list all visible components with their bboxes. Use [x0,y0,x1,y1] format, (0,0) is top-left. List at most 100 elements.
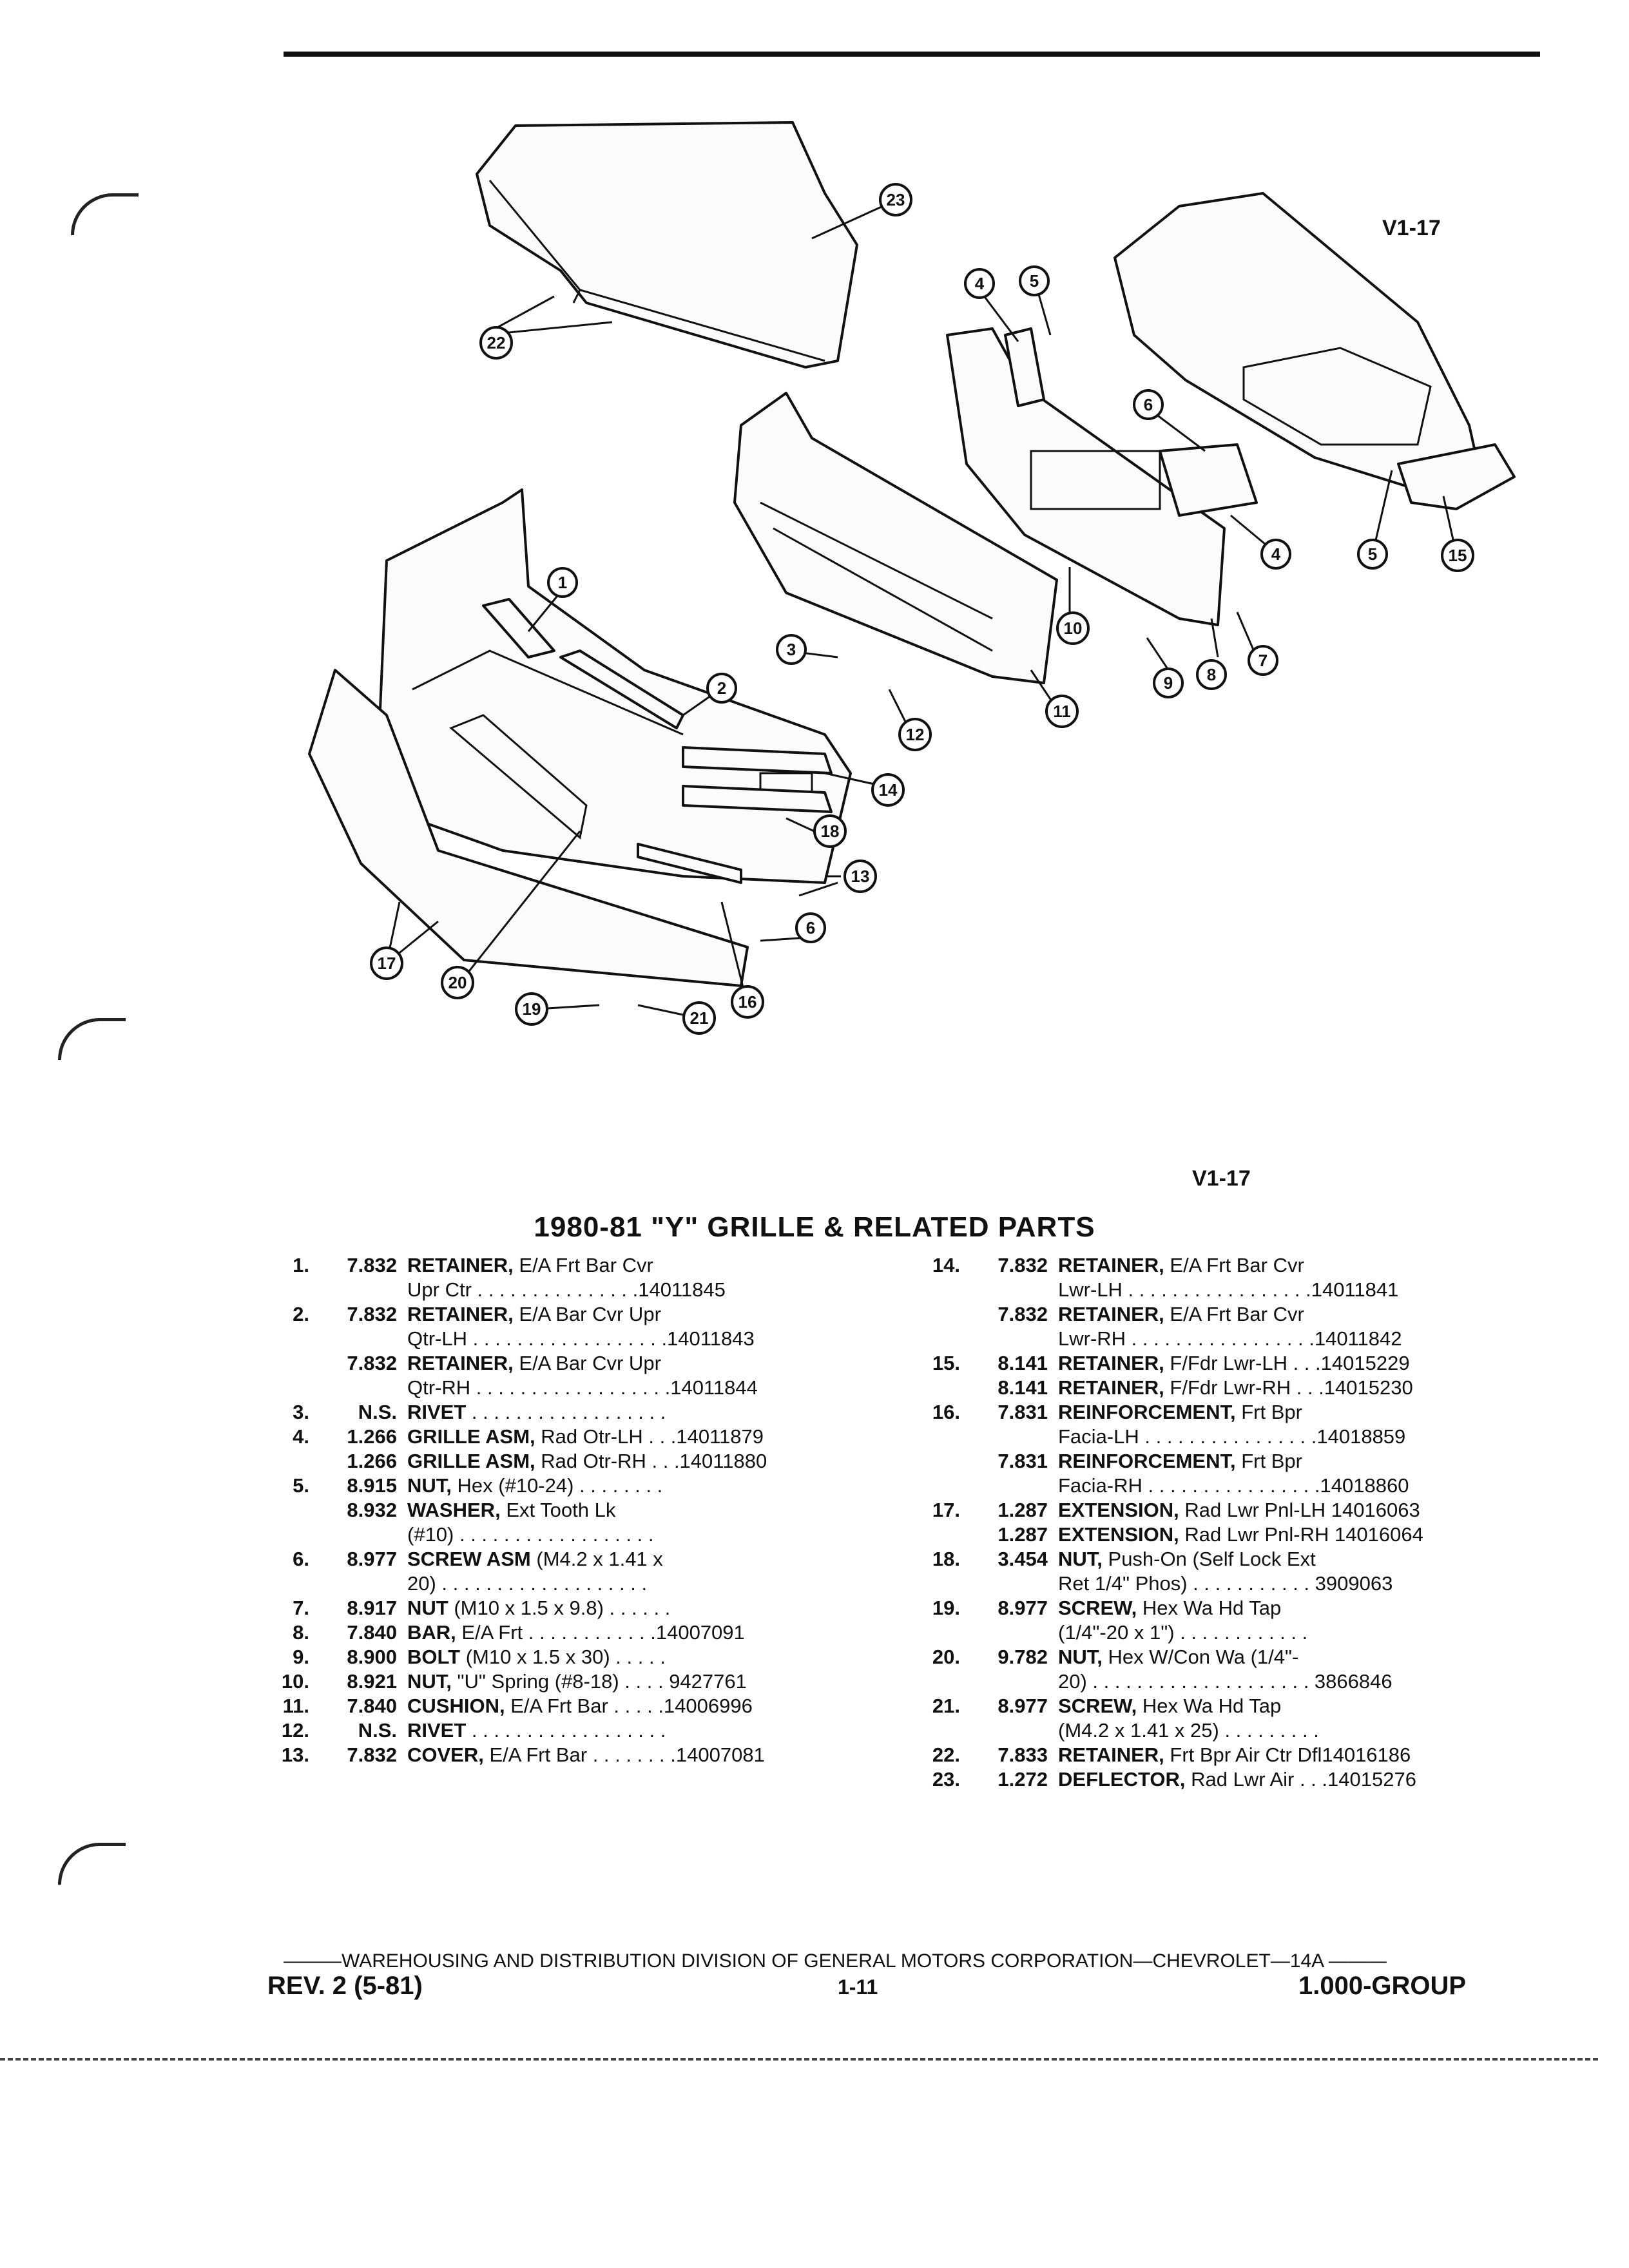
reinforcement-part [637,843,742,884]
group-code: 7.840 [347,1695,397,1717]
part-description: GRILLE ASM, Rad Otr-RH . . .14011880 [407,1449,831,1474]
part-detail: (M4.2 x 1.41 x [536,1548,663,1570]
group-code: 8.977 [998,1695,1048,1717]
item-number: 15. [932,1352,960,1374]
part-detail: E/A Frt Bar Cvr [519,1254,653,1276]
part-name: BOLT [407,1646,461,1668]
part-detail-continued: Lwr-RH . . . . . . . . . . . . . . . . .… [1058,1327,1402,1350]
item-number [902,1523,960,1547]
callout-5: 5 [1019,265,1050,296]
part-name: NUT, [407,1670,452,1693]
item-number: 13. [281,1744,309,1766]
part-description: NUT, Hex (#10-24) . . . . . . . . [407,1474,831,1498]
item-number: 17. [932,1499,960,1521]
part-name: EXTENSION, [1058,1523,1179,1546]
part-detail: Frt Bpr Air Ctr Dfl14016186 [1170,1744,1411,1766]
group-code: 7.832 [998,1303,1048,1325]
part-name: RETAINER, [1058,1744,1164,1766]
part-detail-continued: Facia-RH . . . . . . . . . . . . . . . .… [1058,1474,1409,1497]
group-code: 7.832 [347,1303,397,1325]
callout-15: 15 [1441,539,1474,572]
part-detail: F/Fdr Lwr-RH . . .14015230 [1170,1376,1413,1399]
callout-14: 14 [871,773,905,807]
part-detail-continued: (1/4"-20 x 1") . . . . . . . . . . . . [1058,1621,1308,1644]
callout-4: 4 [964,268,995,299]
callout-2: 2 [706,673,737,704]
callout-13: 13 [843,860,877,893]
grille-lh-part [1004,327,1045,407]
part-name: NUT, [1058,1646,1103,1668]
callout-8: 8 [1196,659,1227,690]
item-number: 16. [932,1401,960,1423]
svg-text:6: 6 [1144,395,1153,414]
footer-page-number: 1-11 [838,1975,878,1999]
svg-text:12: 12 [906,725,925,744]
item-number: 3. [293,1401,309,1423]
svg-text:10: 10 [1064,619,1083,638]
item-number: 21. [932,1695,960,1717]
part-name: NUT [407,1597,448,1619]
part-detail: Hex Wa Hd Tap [1142,1695,1282,1717]
part-name: WASHER, [407,1499,501,1521]
callout-11: 11 [1045,695,1079,728]
part-detail: Hex Wa Hd Tap [1142,1597,1282,1619]
part-name: RETAINER, [407,1352,514,1374]
callout-5: 5 [1357,539,1388,570]
part-detail-continued: Qtr-RH . . . . . . . . . . . . . . . . .… [407,1376,758,1399]
svg-text:7: 7 [1258,651,1268,670]
callout-16: 16 [731,985,764,1019]
part-name: SCREW, [1058,1597,1137,1619]
part-detail: Rad Lwr Air . . .14015276 [1191,1768,1416,1791]
part-detail: Ext Tooth Lk [506,1499,616,1521]
callout-7: 7 [1248,645,1278,676]
group-code: 9.782 [998,1646,1048,1668]
svg-text:15: 15 [1449,546,1467,565]
footer-group: 1.000-GROUP [1298,1972,1467,2000]
item-number [902,1302,960,1351]
part-detail: Frt Bpr [1241,1450,1302,1472]
item-number: 11. [282,1695,309,1717]
group-code: 7.833 [998,1744,1048,1766]
group-code: 3.454 [998,1548,1048,1570]
callout-3: 3 [776,634,807,665]
svg-text:13: 13 [851,867,870,886]
lower-retainer-part [682,746,833,774]
part-detail: Rad Lwr Pnl-RH 14016064 [1184,1523,1423,1546]
group-code: 7.831 [998,1450,1048,1472]
group-code: 1.266 [347,1450,397,1472]
part-description: GRILLE ASM, Rad Otr-LH . . .14011879 [407,1425,831,1449]
svg-text:17: 17 [378,954,396,973]
group-code: 8.977 [347,1548,397,1570]
item-number: 10. [281,1670,309,1693]
group-code: 8.915 [347,1474,397,1497]
part-detail: "U" Spring (#8-18) . . . . 9427761 [457,1670,747,1693]
group-code: 7.832 [998,1254,1048,1276]
group-code: 7.840 [347,1621,397,1644]
callout-1: 1 [547,567,578,598]
group-code: N.S. [358,1719,397,1742]
item-number: 23. [932,1768,960,1791]
parts-list-row: 3.N.S.RIVET . . . . . . . . . . . . . . … [251,1400,831,1425]
part-detail: . . . . . . . . . . . . . . . . . . [471,1401,666,1423]
item-number: 20. [932,1646,960,1668]
group-code: 8.932 [347,1499,397,1521]
item-number: 1. [293,1254,309,1276]
callout-6: 6 [1133,389,1164,420]
